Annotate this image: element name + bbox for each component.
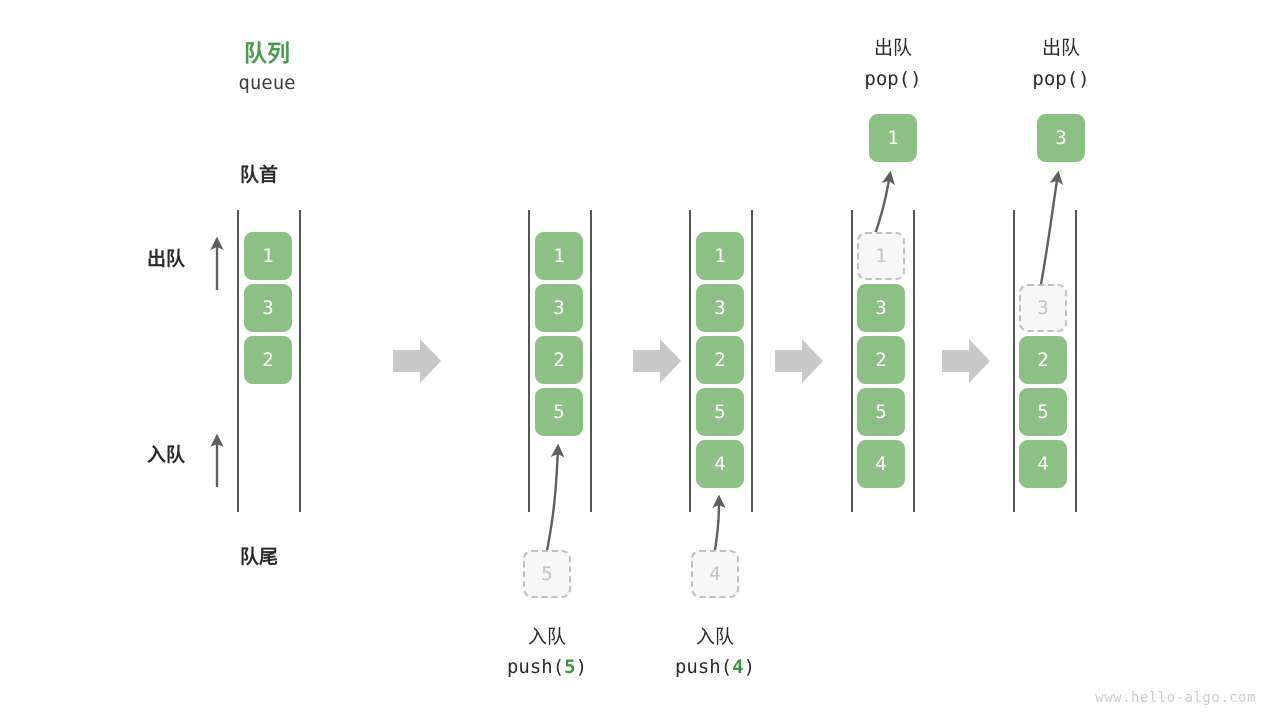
push-4-code-prefix: push(: [674, 656, 733, 678]
push-4-code-value: 4: [732, 656, 744, 678]
pending-push-cell: 4: [691, 550, 739, 598]
queue-cell: 3: [696, 284, 744, 332]
pending-push-cell: 5: [523, 550, 571, 598]
flow-arrow-4: [942, 339, 990, 383]
push-5-code-prefix: push(: [506, 656, 565, 678]
queue-rail-left: [1013, 210, 1015, 512]
pop-3-header-cn: 出队: [1041, 37, 1080, 59]
queue-cell: 2: [535, 336, 583, 384]
queue-cell: 4: [696, 440, 744, 488]
flow-arrow-3: [775, 339, 823, 383]
push-5-code-value: 5: [564, 656, 576, 678]
push-4-caption: 入队: [695, 626, 734, 648]
queue-rail-right: [913, 210, 915, 512]
queue-cell: 5: [1019, 388, 1067, 436]
queue-cell: 2: [244, 336, 292, 384]
pop-1-header-code: pop(): [864, 68, 922, 90]
queue-cell: 3: [535, 284, 583, 332]
push-4-code: push(4): [655, 656, 775, 678]
queue-rail-right: [1075, 210, 1077, 512]
front-label: 队首: [240, 164, 279, 186]
page-title-en: queue: [238, 72, 296, 94]
queue-cell-removed: 1: [857, 232, 905, 280]
queue-cell: 5: [857, 388, 905, 436]
queue-rail-left: [528, 210, 530, 512]
flow-arrow-1: [393, 339, 441, 383]
queue-rail-right: [590, 210, 592, 512]
queue-cell: 2: [857, 336, 905, 384]
queue-cell: 3: [244, 284, 292, 332]
rear-label: 队尾: [240, 546, 279, 568]
dequeue-label: 出队: [147, 248, 186, 270]
push-4-arrow: [712, 494, 726, 557]
push-5-arrow: [544, 443, 565, 557]
queue-rail-left: [851, 210, 853, 512]
queue-cell: 1: [535, 232, 583, 280]
page-title: 队列: [244, 41, 290, 67]
queue-cell: 1: [244, 232, 292, 280]
popped-cell: 1: [869, 114, 917, 162]
queue-cell: 4: [1019, 440, 1067, 488]
enqueue-label: 入队: [147, 444, 186, 466]
pop-3-arrow: [1037, 170, 1064, 296]
queue-cell: 1: [696, 232, 744, 280]
queue-rail-right: [299, 210, 301, 512]
push-4-code-suffix: ): [743, 656, 756, 678]
queue-cell: 5: [535, 388, 583, 436]
pop-3-header-code: pop(): [1032, 68, 1090, 90]
queue-rail-right: [751, 210, 753, 512]
queue-cell: 2: [696, 336, 744, 384]
popped-cell: 3: [1037, 114, 1085, 162]
queue-rail-left: [237, 210, 239, 512]
push-5-code-suffix: ): [575, 656, 588, 678]
queue-cell: 2: [1019, 336, 1067, 384]
queue-cell: 4: [857, 440, 905, 488]
push-5-code: push(5): [487, 656, 607, 678]
flow-arrow-2: [633, 339, 681, 383]
pop-1-header-cn: 出队: [873, 37, 912, 59]
queue-cell-removed: 3: [1019, 284, 1067, 332]
push-5-caption: 入队: [527, 626, 566, 648]
queue-cell: 5: [696, 388, 744, 436]
queue-cell: 3: [857, 284, 905, 332]
watermark: www.hello-algo.com: [1095, 690, 1256, 706]
queue-rail-left: [689, 210, 691, 512]
